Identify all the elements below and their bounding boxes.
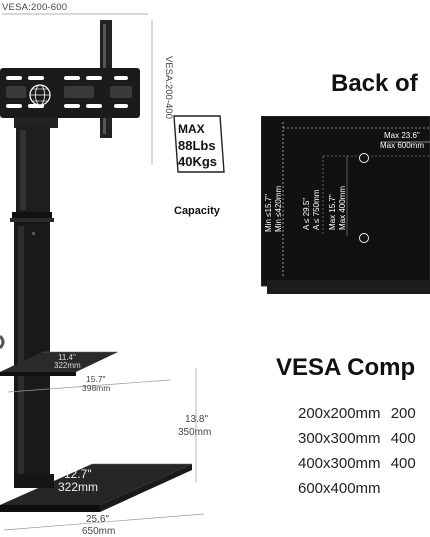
- shelf-width-inch: 15.7": [86, 374, 106, 384]
- vesa-top-label: VESA:200-600: [2, 2, 68, 13]
- capacity-max: MAX: [178, 122, 205, 136]
- capacity-lbs: 88Lbs: [178, 138, 216, 153]
- max-width-mm: Max 600mm: [380, 141, 425, 150]
- max-height-mm: Max 400mm: [338, 185, 347, 230]
- base-depth-mm: 322mm: [58, 480, 99, 494]
- max-height-inch: Max 15.7": [328, 194, 337, 230]
- capacity-badge-outline: [173, 115, 225, 173]
- shelf-width-mm: 398mm: [82, 383, 111, 393]
- height-mm: 350mm: [178, 427, 212, 438]
- vesa-row-1-col1: 200x200mm: [298, 405, 381, 422]
- vesa-row-2: 300x300mm 400: [298, 430, 416, 447]
- vesa-row-1-col2: 200: [390, 405, 416, 422]
- max-width-inch: Max 23.6": [384, 131, 420, 140]
- shelf-depth-mm: 322mm: [54, 361, 81, 370]
- vesa-row-3-col1: 400x300mm: [298, 455, 381, 472]
- vesa-row-4: 600x400mm: [298, 480, 381, 497]
- vesa-row-2-col2: 400: [390, 430, 416, 447]
- min-height-inch: Min ≤15.7": [264, 194, 273, 232]
- base-width-inch: 25.6": [86, 514, 110, 525]
- tv-back-panel: [261, 116, 430, 294]
- vesa-side-label: VESA:200-400: [163, 56, 174, 119]
- shelf-depth-inch: 11.4": [58, 353, 76, 362]
- a-range-mm: A ≤ 750mm: [312, 189, 321, 230]
- tv-stand-illustration: [0, 13, 205, 531]
- vesa-row-3-col2: 400: [390, 455, 416, 472]
- a-range-inch: A ≤ 29.5": [302, 197, 311, 230]
- base-depth-inch: 12.7": [64, 467, 92, 481]
- capacity-badge: MAX 88Lbs 40Kgs: [170, 112, 226, 176]
- back-heading: Back of: [331, 70, 418, 97]
- min-height-mm: Min ≤420mm: [274, 185, 283, 232]
- vesa-row-1: 200x200mm 200: [298, 405, 416, 422]
- vesa-row-3: 400x300mm 400: [298, 455, 416, 472]
- vesa-row-2-col1: 300x300mm: [298, 430, 381, 447]
- capacity-label: Capacity: [174, 205, 220, 217]
- vesa-compat-heading: VESA Comp: [276, 354, 416, 381]
- base-width-mm: 650mm: [82, 526, 116, 537]
- capacity-kgs: 40Kgs: [178, 154, 218, 169]
- vesa-row-4-col1: 600x400mm: [298, 480, 381, 497]
- height-inch: 13.8": [185, 414, 209, 425]
